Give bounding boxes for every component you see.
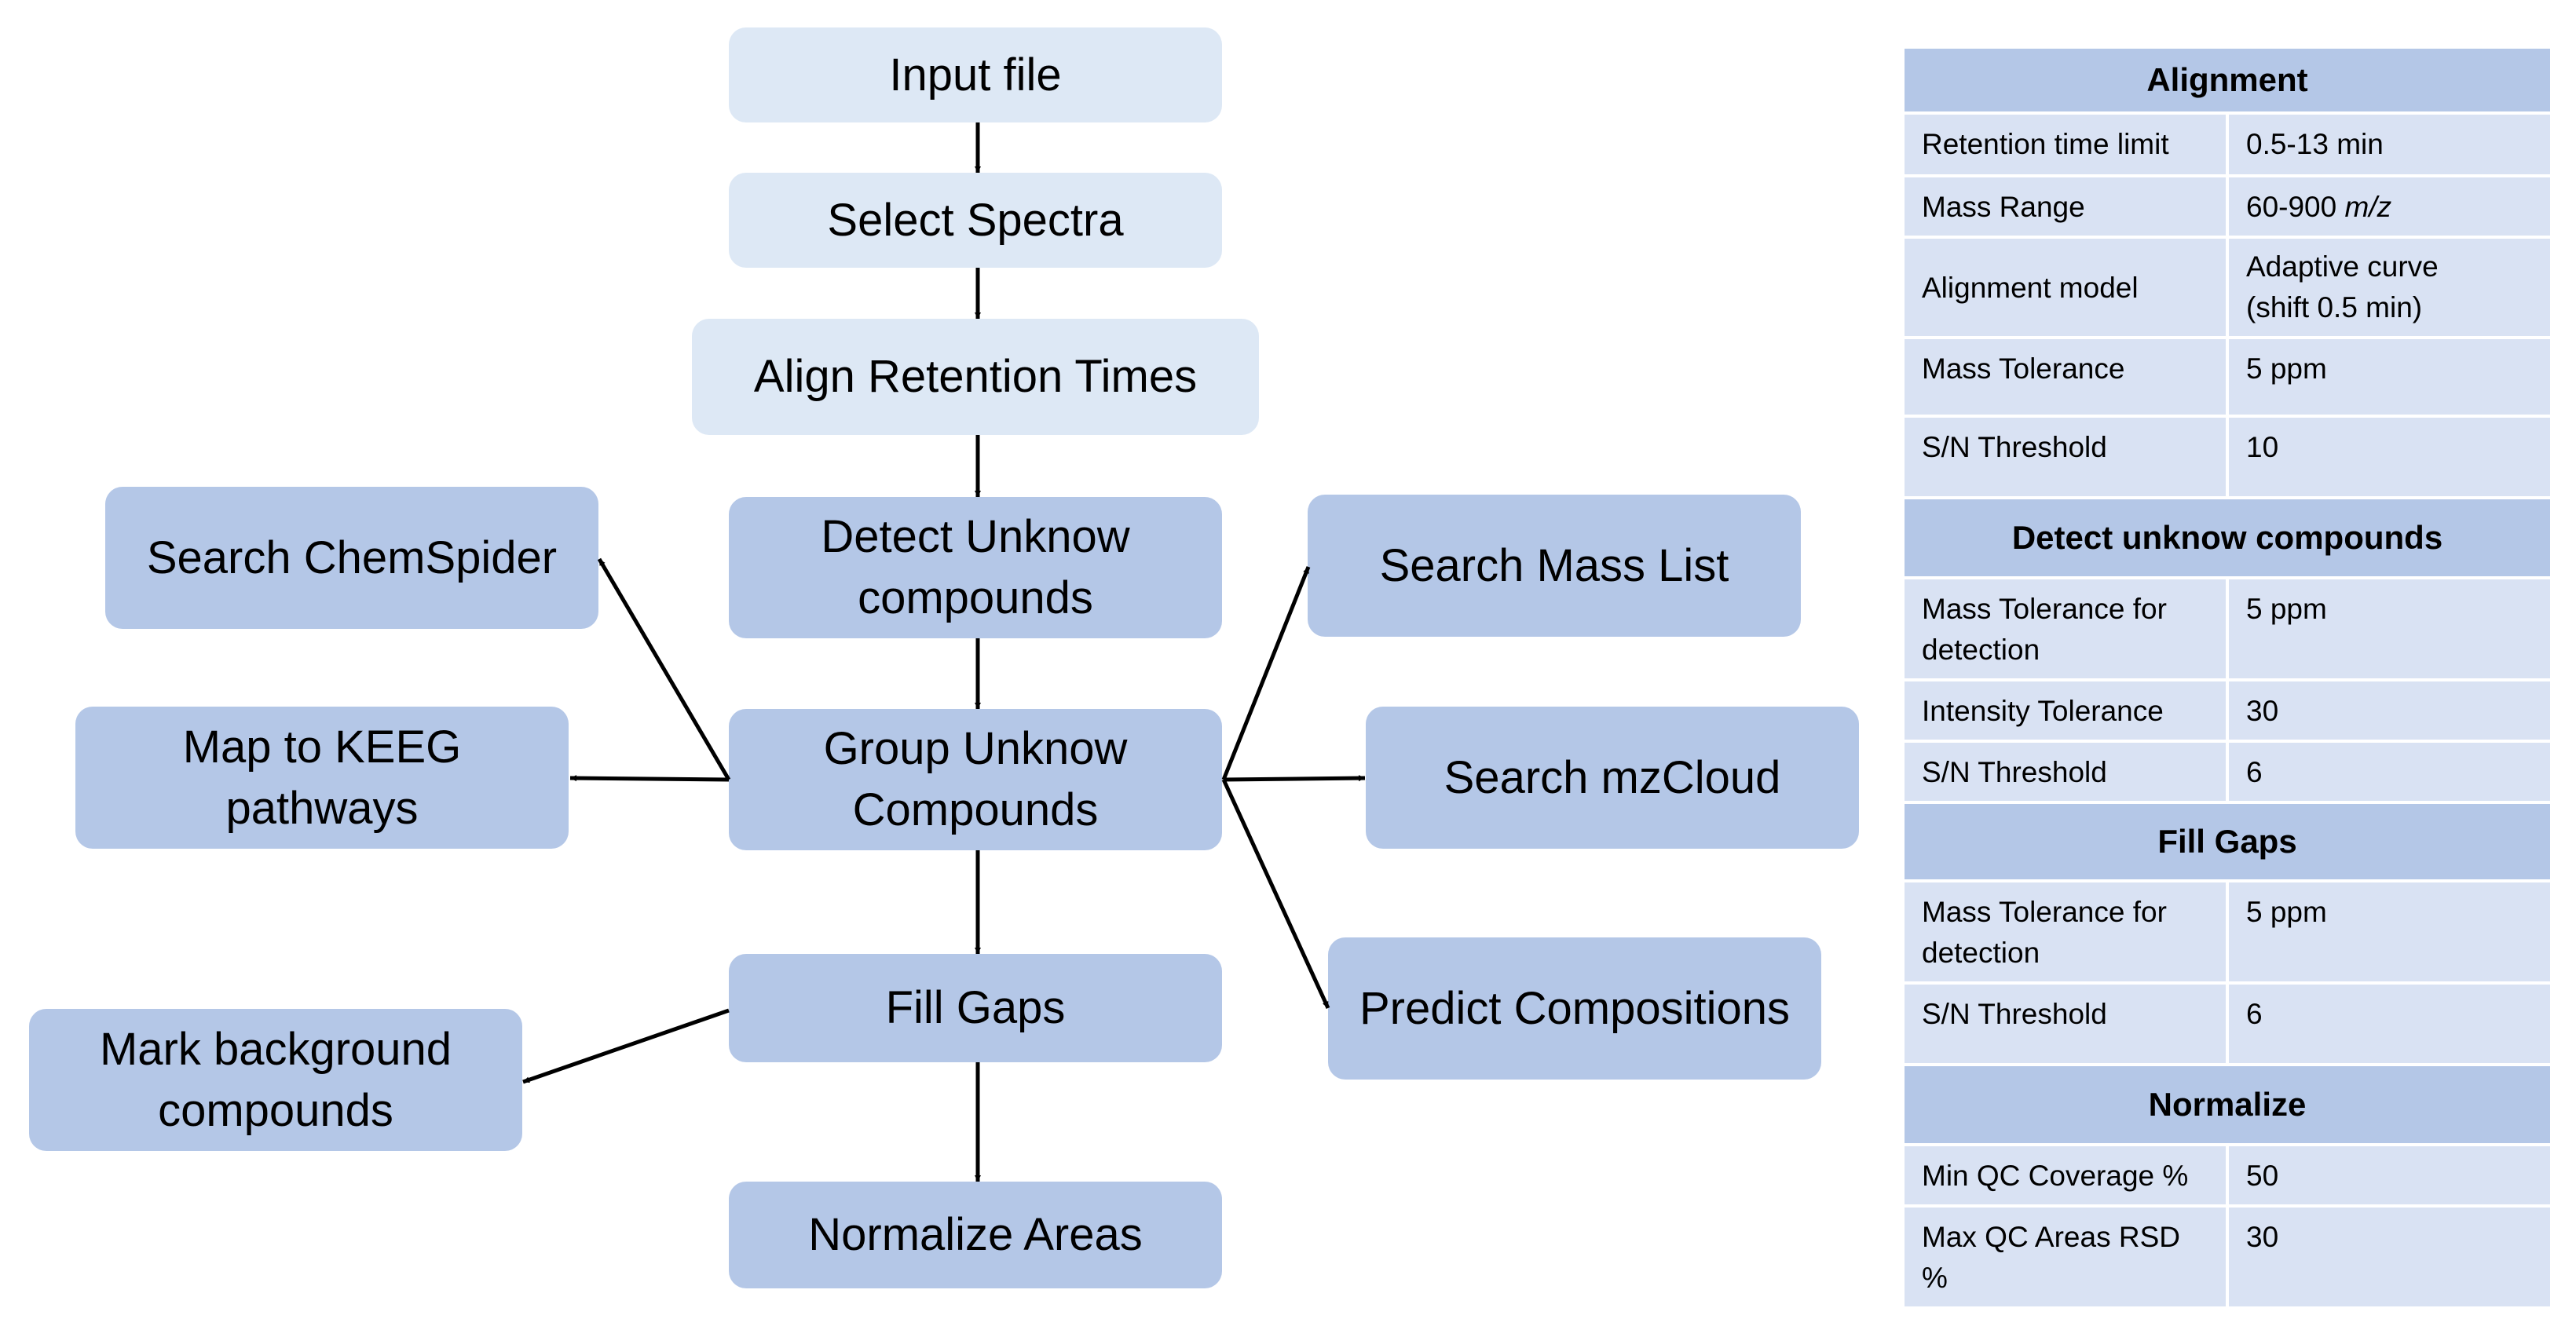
param-label: Min QC Coverage % xyxy=(1901,1143,2229,1208)
section-title-alignment: Alignment xyxy=(1901,46,2553,115)
param-value: 5 ppm xyxy=(2226,879,2553,985)
node-background-line-2: compounds xyxy=(158,1084,393,1136)
node-search-mzcloud-label: Search mzCloud xyxy=(1444,751,1781,803)
param-value: 0.5-13 min xyxy=(2226,111,2553,177)
node-search-mass-list-label: Search Mass List xyxy=(1379,539,1729,591)
table-row: Mass Tolerance 5 ppm xyxy=(1901,336,2553,418)
table-row: S/N Threshold 6 xyxy=(1901,740,2553,804)
arrow-group-to-mass-list xyxy=(1221,566,1311,780)
param-label: Mass Tolerance for detection xyxy=(1901,879,2229,985)
node-detect-line-2: compounds xyxy=(858,572,1093,623)
node-group-line-1: Group Unknow xyxy=(823,723,1128,774)
node-search-mass-list: Search Mass List xyxy=(1308,495,1801,637)
node-align-retention-times: Align Retention Times xyxy=(692,319,1259,435)
param-label-line-2: detection xyxy=(1922,937,2040,969)
node-input-file: Input file xyxy=(729,27,1222,122)
param-value: 6 xyxy=(2226,981,2553,1066)
param-value: 6 xyxy=(2226,740,2553,804)
node-align-retention-times-label: Align Retention Times xyxy=(753,351,1198,402)
section-title-normalize: Normalize xyxy=(1901,1063,2553,1146)
param-value: 50 xyxy=(2226,1143,2553,1208)
table-row: Retention time limit 0.5-13 min xyxy=(1901,111,2553,177)
param-label: Alignment model xyxy=(1901,236,2229,339)
table-row: Intensity Tolerance 30 xyxy=(1901,678,2553,743)
section-header-fill-gaps: Fill Gaps xyxy=(1901,801,2553,882)
node-group-line-2: Compounds xyxy=(852,784,1099,835)
param-value-line-2: (shift 0.5 min) xyxy=(2246,291,2423,323)
node-predict-compositions: Predict Compositions xyxy=(1328,937,1821,1080)
table-row: Max QC Areas RSD % 30 xyxy=(1901,1204,2553,1310)
table-row: S/N Threshold 6 xyxy=(1901,981,2553,1066)
param-label-line-2: detection xyxy=(1922,634,2040,666)
param-label: Intensity Tolerance xyxy=(1901,678,2229,743)
node-predict-compositions-label: Predict Compositions xyxy=(1359,982,1790,1034)
node-group-unknow-compounds: Group Unknow Compounds xyxy=(729,709,1222,850)
node-normalize-areas-label: Normalize Areas xyxy=(808,1209,1143,1260)
param-value-unit: m/z xyxy=(2344,191,2392,223)
param-value: 30 xyxy=(2226,678,2553,743)
param-label: S/N Threshold xyxy=(1901,415,2229,499)
table-row: Alignment model Adaptive curve (shift 0.… xyxy=(1901,236,2553,339)
table-row: Mass Range 60-900 m/z xyxy=(1901,174,2553,239)
node-map-to-kegg: Map to KEEG pathways xyxy=(75,707,569,849)
section-title-fill-gaps: Fill Gaps xyxy=(1901,801,2553,882)
node-search-mzcloud: Search mzCloud xyxy=(1366,707,1859,849)
table-row: Mass Tolerance for detection 5 ppm xyxy=(1901,576,2553,681)
param-label-line-1: Mass Tolerance for xyxy=(1922,896,2167,928)
param-value: Adaptive curve (shift 0.5 min) xyxy=(2226,236,2553,339)
node-fill-gaps-label: Fill Gaps xyxy=(885,982,1066,1033)
param-value-line-1: Adaptive curve xyxy=(2246,250,2439,283)
param-value: 30 xyxy=(2226,1204,2553,1310)
node-fill-gaps: Fill Gaps xyxy=(729,954,1222,1062)
param-label: Mass Tolerance xyxy=(1901,336,2229,418)
table-row: Mass Tolerance for detection 5 ppm xyxy=(1901,879,2553,985)
param-value: 5 ppm xyxy=(2226,336,2553,418)
section-header-alignment: Alignment xyxy=(1901,46,2553,115)
param-label: Max QC Areas RSD % xyxy=(1901,1204,2229,1310)
table-row: Min QC Coverage % 50 xyxy=(1901,1143,2553,1208)
node-input-file-label: Input file xyxy=(889,49,1062,100)
param-value: 60-900 m/z xyxy=(2226,174,2553,239)
node-kegg-line-2: pathways xyxy=(225,782,419,834)
node-normalize-areas: Normalize Areas xyxy=(729,1182,1222,1288)
node-select-spectra-label: Select Spectra xyxy=(827,194,1124,246)
param-value: 10 xyxy=(2226,415,2553,499)
table-row: S/N Threshold 10 xyxy=(1901,415,2553,499)
node-mark-background-compounds: Mark background compounds xyxy=(29,1009,522,1151)
node-detect-line-1: Detect Unknow xyxy=(821,511,1130,562)
param-label: Mass Tolerance for detection xyxy=(1901,576,2229,681)
node-detect-unknow-compounds: Detect Unknow compounds xyxy=(729,497,1222,638)
arrow-group-to-mzcloud xyxy=(1223,775,1366,782)
node-select-spectra: Select Spectra xyxy=(729,173,1222,268)
arrow-group-to-kegg xyxy=(569,775,730,782)
param-label: S/N Threshold xyxy=(1901,981,2229,1066)
node-search-chemspider-label: Search ChemSpider xyxy=(146,532,558,583)
param-label: Retention time limit xyxy=(1901,111,2229,177)
section-title-detect: Detect unknow compounds xyxy=(1901,496,2553,579)
param-label-line-1: Mass Tolerance for xyxy=(1922,593,2167,625)
arrow-fill-to-background xyxy=(522,1008,730,1084)
param-label: S/N Threshold xyxy=(1901,740,2229,804)
section-header-detect: Detect unknow compounds xyxy=(1901,496,2553,579)
arrow-group-to-chemspider xyxy=(597,557,731,781)
node-kegg-line-1: Map to KEEG xyxy=(182,721,462,773)
param-value-number: 60-900 xyxy=(2246,191,2337,223)
section-header-normalize: Normalize xyxy=(1901,1063,2553,1146)
parameters-table: Alignment Retention time limit 0.5-13 mi… xyxy=(1901,46,2553,1310)
arrow-group-to-predict xyxy=(1221,778,1330,1010)
param-label: Mass Range xyxy=(1901,174,2229,239)
node-search-chemspider: Search ChemSpider xyxy=(105,487,598,629)
node-background-line-1: Mark background xyxy=(99,1023,452,1075)
param-value: 5 ppm xyxy=(2226,576,2553,681)
